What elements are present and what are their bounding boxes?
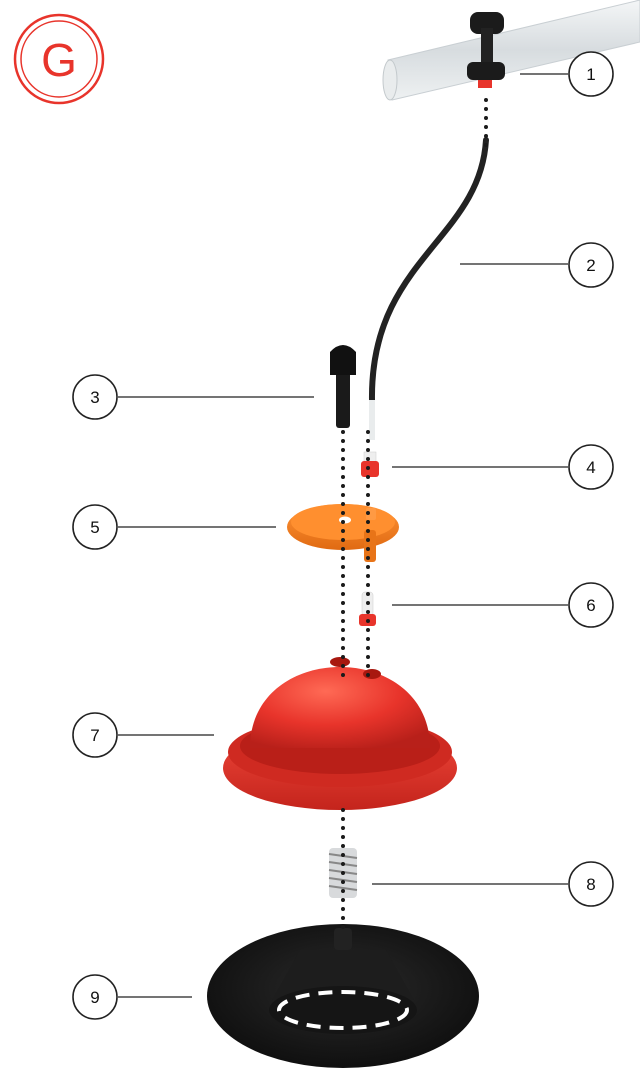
part-1-pipe-clamp: [382, 0, 640, 101]
callout-number: 5: [90, 518, 99, 537]
callout-number: 9: [90, 988, 99, 1007]
callout-8: 8: [568, 861, 614, 907]
callout-4: 4: [568, 444, 614, 490]
callout-number: 1: [586, 65, 595, 84]
callout-1: 1: [568, 51, 614, 97]
part-4-connector: [361, 451, 379, 477]
callout-number: 2: [586, 256, 595, 275]
callout-2: 2: [568, 242, 614, 288]
part-3-stem: [330, 345, 356, 428]
brand-logo: G: [13, 13, 105, 105]
leader-lines: [118, 73, 568, 998]
callout-number: 3: [90, 388, 99, 407]
part-2-hose: [368, 137, 489, 440]
assembly-guides: [341, 98, 488, 937]
logo-letter: G: [41, 34, 77, 86]
part-9-base: [207, 924, 479, 1068]
callout-number: 6: [586, 596, 595, 615]
callout-5: 5: [72, 504, 118, 550]
callout-number: 4: [586, 458, 595, 477]
callout-3: 3: [72, 374, 118, 420]
callout-7: 7: [72, 712, 118, 758]
part-7-drinker-bowl: [223, 657, 457, 810]
callout-6: 6: [568, 582, 614, 628]
callout-number: 7: [90, 726, 99, 745]
callout-number: 8: [586, 875, 595, 894]
callout-9: 9: [72, 974, 118, 1020]
logo-inner-ring: [20, 20, 98, 98]
logo-outer-ring: [13, 13, 105, 105]
